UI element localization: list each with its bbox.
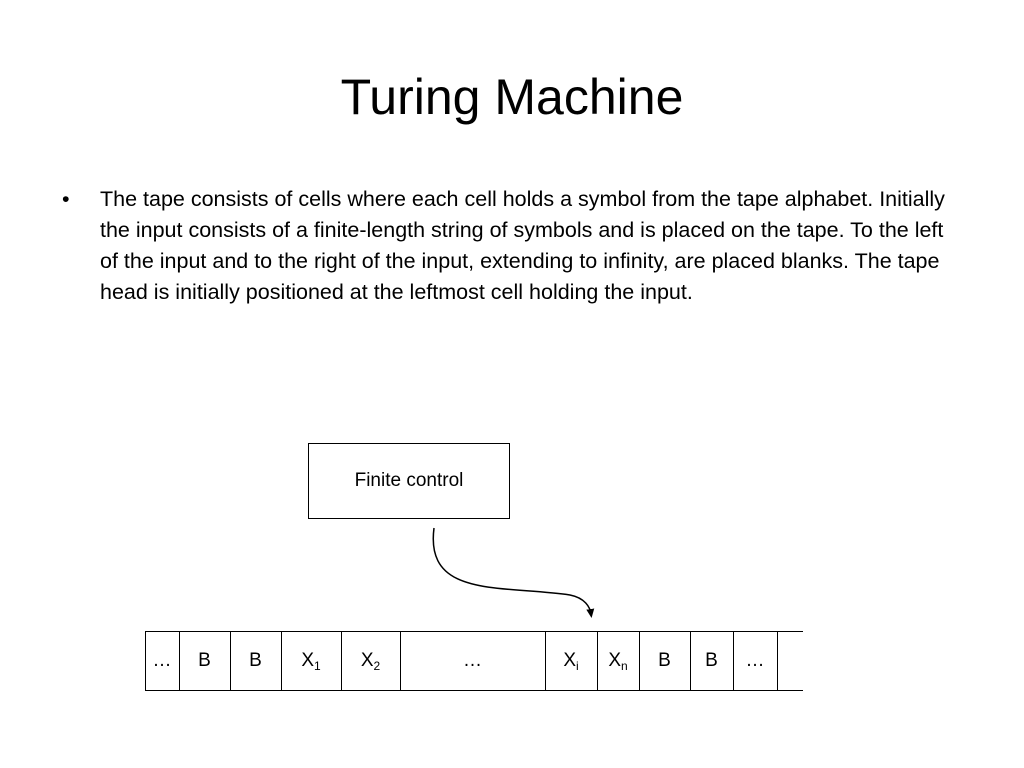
tape-cell-divider <box>281 631 282 691</box>
tape-cell-divider <box>145 631 146 691</box>
bullet-item: • The tape consists of cells where each … <box>58 184 958 308</box>
tape-cell-symbol: … <box>745 650 765 671</box>
tape-cell: B <box>690 631 733 691</box>
tape-cell-divider <box>230 631 231 691</box>
finite-control-box: Finite control <box>308 443 510 519</box>
tape-cell-divider <box>597 631 598 691</box>
tape-cell: B <box>230 631 281 691</box>
tape-cell-symbol: … <box>152 650 172 671</box>
tape-cell: B <box>179 631 230 691</box>
tape-cell-subscript: 2 <box>373 659 381 673</box>
slide-title: Turing Machine <box>340 69 684 125</box>
tape-bottom-edge <box>145 690 803 691</box>
tape-top-edge <box>145 631 803 632</box>
tape-cell-subscript: 1 <box>314 659 321 673</box>
connector-curve <box>432 527 595 618</box>
tape-cell-divider <box>639 631 640 691</box>
tape-cell-subscript: n <box>621 659 628 673</box>
tape-cell-symbol: X <box>360 650 374 671</box>
tape-cell: … <box>145 631 179 691</box>
tape-cell-divider <box>179 631 180 691</box>
tape-cell-symbol: B <box>705 650 718 671</box>
tape-cell-symbol: X <box>301 650 314 671</box>
tape-cell-symbol: B <box>658 650 671 671</box>
tape-cell-divider <box>545 631 546 691</box>
tape-cell-divider <box>690 631 691 691</box>
tape-cell-divider <box>733 631 734 691</box>
tape-cell-symbol: B <box>198 650 211 671</box>
finite-control-label: Finite control <box>354 470 464 491</box>
tape-cell: B <box>639 631 690 691</box>
bullet-text: The tape consists of cells where each ce… <box>100 187 945 304</box>
tape-cell-divider <box>400 631 401 691</box>
tape-cell-symbol: X <box>608 650 621 671</box>
tape-cell-divider <box>341 631 342 691</box>
bullet-marker: • <box>62 187 70 211</box>
tape-cell-subscript: i <box>576 659 579 673</box>
tape-cell: … <box>400 631 545 691</box>
tape-cell-symbol: … <box>463 650 482 671</box>
tape-cell: … <box>733 631 777 691</box>
tape-cell-divider <box>777 631 778 691</box>
tape-cell-symbol: X <box>563 650 576 671</box>
tape-cell <box>777 631 803 691</box>
tape-cell-symbol: B <box>249 650 262 671</box>
bullet-list: • The tape consists of cells where each … <box>58 184 958 308</box>
